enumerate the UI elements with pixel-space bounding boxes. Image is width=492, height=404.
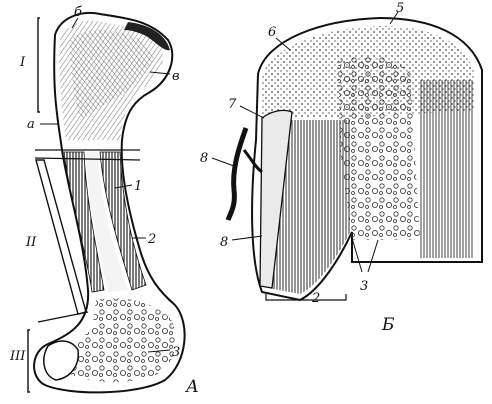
label-b6: 6 — [268, 25, 276, 40]
label-b8a: 8 — [200, 151, 208, 166]
label-3: 3 — [172, 345, 180, 360]
label-2: 2 — [147, 232, 156, 247]
region-label-ii: II — [25, 235, 37, 250]
leader-b8a — [212, 158, 234, 166]
label-b: б — [74, 5, 82, 20]
caption-b: Б — [381, 315, 395, 335]
caption-a: А — [185, 377, 199, 397]
label-v: в — [172, 69, 180, 84]
right-compact — [420, 80, 474, 258]
bracket-i — [38, 18, 40, 112]
label-1: 1 — [134, 179, 142, 194]
label-b8b: 8 — [220, 235, 228, 250]
figure-b-section — [212, 12, 482, 300]
label-b2: 2 — [311, 291, 320, 306]
region-label-iii: III — [9, 349, 26, 364]
figure-a-bone — [28, 13, 185, 392]
label-a: а — [27, 117, 35, 132]
label-b5: 5 — [396, 1, 404, 16]
bracket-iii — [28, 330, 30, 392]
label-b3: 3 — [360, 279, 368, 294]
lower-epiphysis-spongy — [67, 298, 177, 382]
spongy-core — [338, 55, 420, 240]
vessel-bundle — [228, 128, 246, 220]
label-b7: 7 — [228, 97, 237, 112]
region-label-i: I — [19, 55, 26, 70]
